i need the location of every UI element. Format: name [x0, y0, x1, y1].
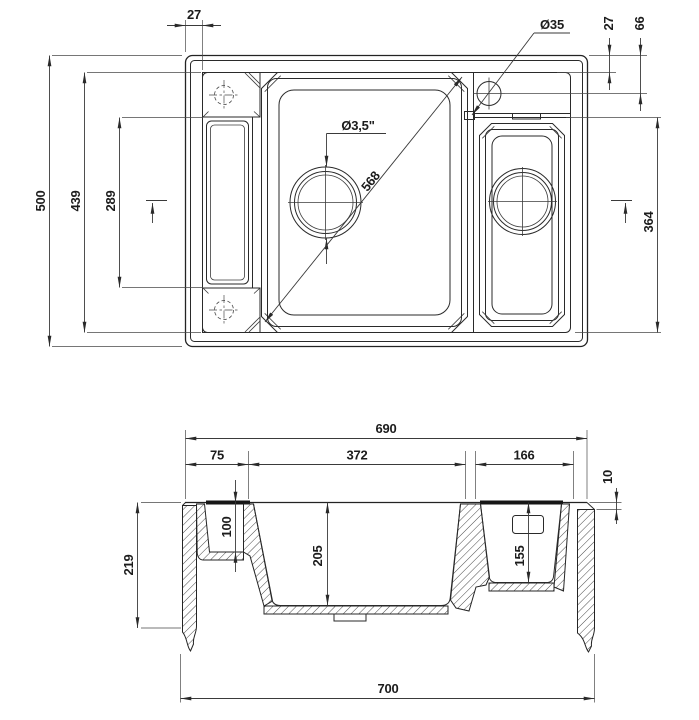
dim-100: 100 — [219, 480, 238, 572]
dim-27-right-label: 27 — [601, 16, 616, 30]
dim-219-label: 219 — [121, 554, 136, 575]
bowl-divider — [464, 72, 475, 333]
dim-166: 166 — [475, 448, 574, 499]
dim-372: 372 — [248, 448, 466, 499]
gasket-right — [480, 500, 563, 505]
overflow-window — [512, 515, 544, 534]
dim-27-top: 27 — [167, 7, 221, 70]
dim-tap-hole: Ø35 — [471, 17, 570, 116]
small-drain — [488, 167, 557, 236]
mid-wall — [243, 503, 274, 607]
dim-75: 75 — [185, 448, 249, 499]
gasket-left — [206, 500, 250, 505]
dim-439: 439 — [68, 72, 201, 333]
dim-drain: Ø3,5" — [324, 118, 386, 264]
small-bowl-floor — [488, 582, 555, 592]
dim-66: 66 — [505, 16, 647, 111]
dim-75-label: 75 — [210, 448, 224, 463]
dim-10: 10 — [589, 470, 622, 524]
dim-439-label: 439 — [68, 190, 83, 211]
main-drain — [288, 165, 363, 240]
dim-372-label: 372 — [346, 448, 367, 463]
small-bowl — [479, 123, 565, 327]
right-skirt — [577, 509, 595, 653]
left-skirt — [182, 505, 197, 652]
main-bowl-floor — [263, 605, 449, 615]
centerline-marker-left — [146, 200, 167, 223]
dim-364-label: 364 — [641, 210, 656, 232]
channel-wall — [195, 503, 244, 561]
dim-364: 364 — [566, 117, 661, 333]
tap-ledge — [473, 77, 571, 120]
dim-155: 155 — [512, 502, 531, 583]
dim-dia35-label: Ø35 — [540, 17, 564, 32]
dim-205-label: 205 — [310, 545, 325, 566]
magnetic-channel — [202, 116, 253, 289]
dim-205: 205 — [310, 502, 330, 606]
dim-27-right: 27 — [557, 16, 647, 90]
dim-27-top-label: 27 — [187, 7, 201, 22]
divider-wall — [449, 503, 491, 612]
dim-500: 500 — [33, 55, 182, 347]
dim-690: 690 — [185, 421, 588, 499]
sink-outline — [184, 54, 589, 348]
dim-155-label: 155 — [512, 545, 527, 566]
mounting-crosshair-icon — [209, 295, 239, 325]
dim-dia35inch-label: Ø3,5" — [341, 118, 374, 133]
small-right-wall — [553, 503, 571, 592]
dim-568-label: 568 — [358, 168, 383, 194]
dim-66-label: 66 — [632, 16, 647, 30]
section-view: 690 75 372 166 10 — [121, 421, 622, 703]
overflow-slot — [512, 113, 541, 120]
dim-690-label: 690 — [375, 421, 396, 436]
dim-700: 700 — [180, 654, 595, 703]
dim-100-label: 100 — [219, 516, 234, 537]
dim-219: 219 — [121, 502, 181, 629]
dim-700-label: 700 — [377, 681, 398, 696]
section-body — [182, 500, 595, 653]
dim-10-label: 10 — [600, 470, 615, 484]
dim-500-label: 500 — [33, 190, 48, 211]
dim-289-label: 289 — [103, 190, 118, 211]
dim-166-label: 166 — [513, 448, 534, 463]
mounting-pocket-bottom-left — [202, 287, 261, 333]
top-view: 27 Ø35 27 66 500 — [33, 7, 661, 348]
dim-289: 289 — [103, 117, 203, 288]
tap-hole — [473, 77, 505, 110]
drain-recess — [333, 613, 367, 622]
centerline-marker-right — [611, 200, 632, 223]
mounting-pocket-top-left — [202, 72, 261, 118]
mounting-crosshair-icon — [209, 80, 239, 110]
